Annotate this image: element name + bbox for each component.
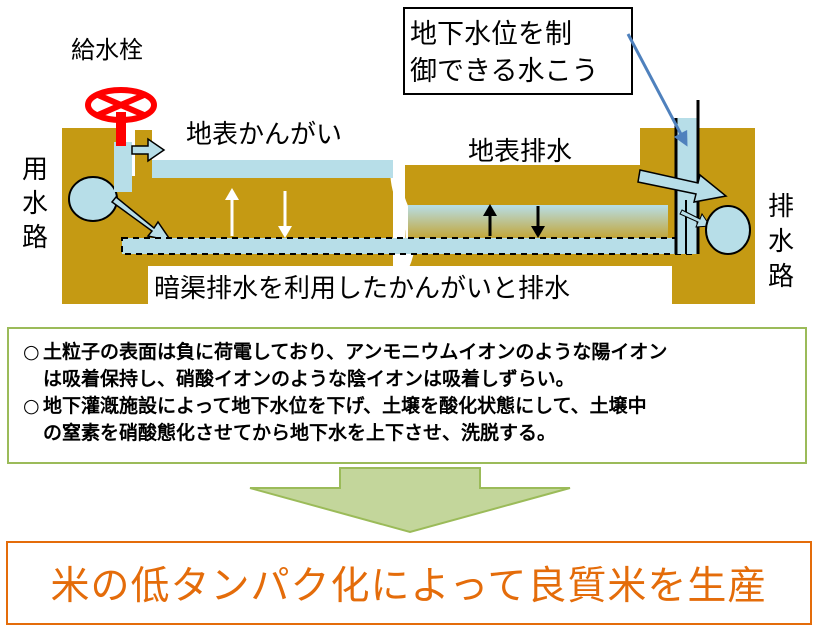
supply-channel xyxy=(68,176,118,222)
gate-outflow-arrow xyxy=(679,209,711,228)
hydrant-stem xyxy=(116,112,126,146)
water-gate xyxy=(674,100,700,254)
break-gap xyxy=(390,150,416,310)
water-gate-label-2: 御できる水こう xyxy=(410,56,598,87)
irrigation-diagram: 給水栓 用 水 路 地表かんがい 地表排水 地下水位を制 御できる水こう 排 水… xyxy=(22,7,795,310)
water-gate-callout-line xyxy=(626,33,688,147)
info-box: ○ 土粒子の表面は負に荷電しており、アンモニウムイオンのような陽イオン は吸着保… xyxy=(7,327,807,464)
water-level-arrows-right xyxy=(483,204,545,238)
supply-channel-label-3: 路 xyxy=(22,223,48,253)
drainage-channel-label-3: 路 xyxy=(768,262,794,292)
supply-channel-label-2: 水 xyxy=(22,189,48,219)
info-item-1-line-1: 土粒子の表面は負に荷電しており、アンモニウムイオンのような陽イオン xyxy=(43,341,668,363)
info-item-2-line-2: の窒素を硝酸態化させてから地下水を上下させ、洗脱する。 xyxy=(43,422,557,444)
drainage-channel-label-2: 水 xyxy=(768,227,794,257)
subsurface-caption-bg xyxy=(148,266,672,306)
riser-pipe xyxy=(114,142,132,192)
drainage-channel-label-1: 排 xyxy=(768,192,794,222)
surface-drainage-label: 地表排水 xyxy=(468,137,572,167)
info-item-2-line-1: 地下灌漑施設によって地下水位を下げ、土壌を酸化状態にして、土壌中 xyxy=(43,395,647,417)
result-box: 米の低タンパク化によって良質米を生産 xyxy=(6,541,812,625)
water-gate-callout-box xyxy=(403,7,633,95)
water-level-arrows-left xyxy=(225,188,292,238)
hydrant-icon xyxy=(85,87,157,123)
hydrant-outflow-arrow xyxy=(131,137,166,163)
down-arrow-icon xyxy=(249,467,571,534)
info-item: ○ 土粒子の表面は負に荷電しており、アンモニウムイオンのような陽イオン は吸着保… xyxy=(23,339,797,393)
info-item-1-line-2: は吸着保持し、硝酸イオンのような陰イオンは吸着しずらい。 xyxy=(43,368,575,390)
hydrant-label: 給水栓 xyxy=(71,36,143,64)
bullet-icon: ○ xyxy=(23,341,40,363)
underdrain-pipe xyxy=(121,237,697,255)
surface-drainage-arrow xyxy=(637,169,728,203)
surface-water-left xyxy=(152,160,393,178)
subsurface-caption: 暗渠排水を利用したかんがいと排水 xyxy=(154,274,570,304)
supply-channel-label-1: 用 xyxy=(22,155,48,185)
surface-irrigation-label: 地表かんがい xyxy=(186,120,342,150)
water-gate-label-1: 地下水位を制 xyxy=(410,19,572,50)
bullet-icon: ○ xyxy=(23,395,40,417)
drainage-channel xyxy=(705,205,751,255)
result-text: 米の低タンパク化によって良質米を生産 xyxy=(50,564,768,609)
info-item: ○ 地下灌漑施設によって地下水位を下げ、土壌を酸化状態にして、土壌中 の窒素を硝… xyxy=(23,393,797,447)
